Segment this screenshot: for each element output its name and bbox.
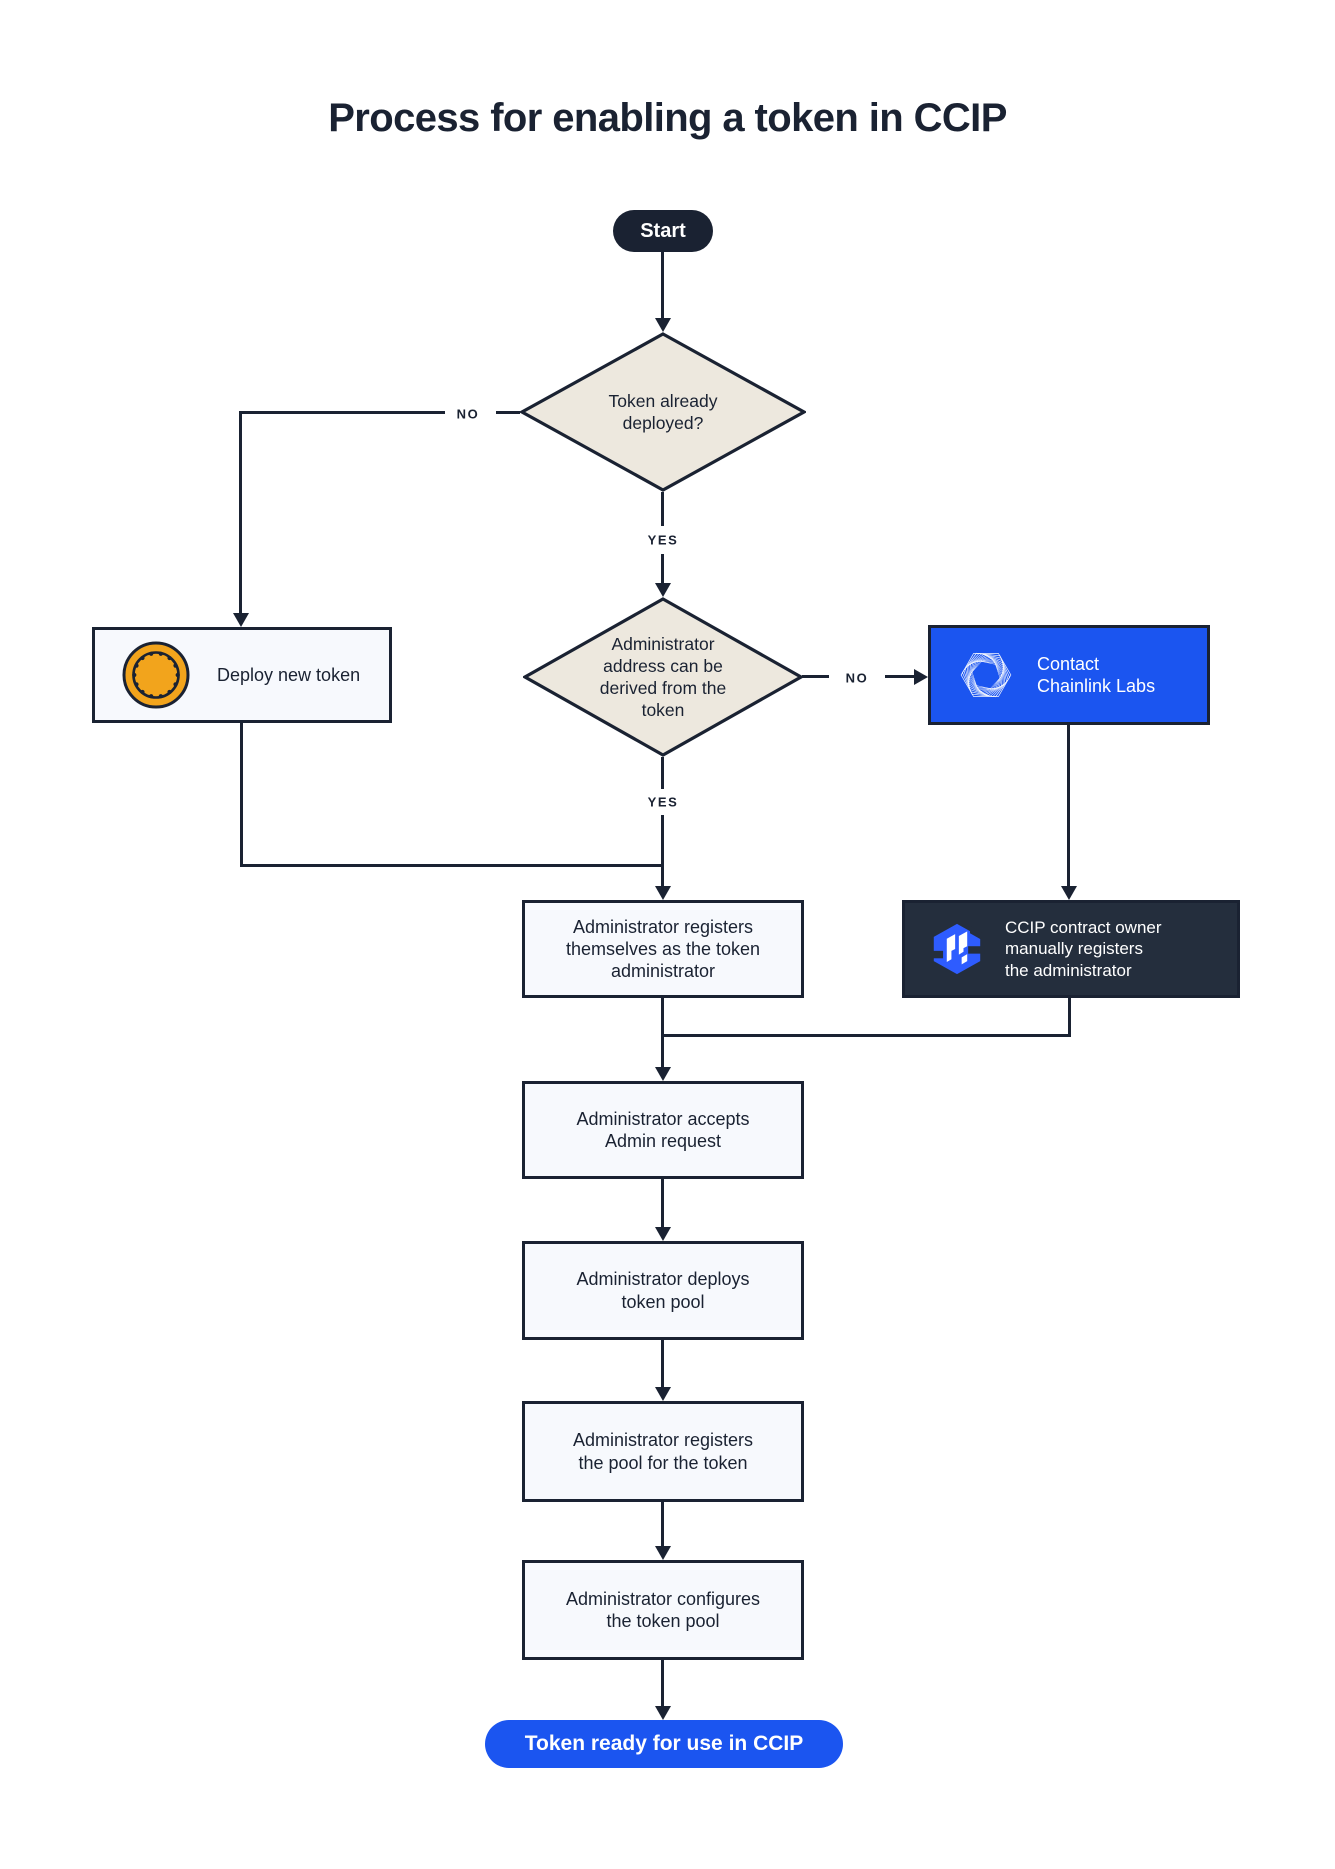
decision-admin-address-derivable: Administrator address can be derived fro… bbox=[523, 597, 803, 757]
diamond-shape-icon bbox=[520, 332, 806, 492]
node-accept-request: Administrator accepts Admin request bbox=[522, 1081, 804, 1179]
node-start: Start bbox=[613, 210, 713, 252]
arrowhead-icon bbox=[1061, 886, 1077, 900]
node-label: CCIP contract owner manually registers t… bbox=[1005, 918, 1162, 980]
edge-label-yes: YES bbox=[645, 532, 681, 548]
edge-label-yes: YES bbox=[645, 794, 681, 810]
arrowhead-icon bbox=[655, 1706, 671, 1720]
edge-line bbox=[1068, 998, 1071, 1037]
node-label: Contact Chainlink Labs bbox=[1037, 653, 1156, 696]
page-title: Process for enabling a token in CCIP bbox=[328, 96, 1007, 140]
ccip-logo bbox=[929, 923, 985, 975]
edge-line bbox=[239, 411, 242, 613]
edge-label-no: NO bbox=[843, 670, 871, 686]
edge-line bbox=[661, 1502, 664, 1546]
node-ccip-owner-registers: CCIP contract owner manually registers t… bbox=[902, 900, 1240, 998]
node-label: Administrator deploys token pool bbox=[576, 1269, 750, 1312]
edge-line bbox=[661, 815, 664, 886]
edge-line bbox=[661, 1660, 664, 1706]
node-start-label: Start bbox=[640, 219, 686, 242]
edge-line bbox=[661, 998, 664, 1067]
edge-line bbox=[661, 757, 664, 789]
node-register-pool: Administrator registers the pool for the… bbox=[522, 1401, 804, 1502]
arrowhead-icon bbox=[655, 583, 671, 597]
arrowhead-icon bbox=[655, 1227, 671, 1241]
arrowhead-icon bbox=[655, 1387, 671, 1401]
edge-line bbox=[661, 492, 664, 526]
node-label: Administrator registers themselves as th… bbox=[565, 916, 761, 982]
node-end: Token ready for use in CCIP bbox=[485, 1720, 843, 1768]
decision-token-already-deployed: Token already deployed? bbox=[520, 332, 806, 492]
edge-line bbox=[663, 1034, 1070, 1037]
edge-line bbox=[661, 1179, 664, 1227]
edge-line bbox=[241, 411, 445, 414]
node-contact-chainlink-labs: Contact Chainlink Labs bbox=[928, 625, 1210, 725]
arrowhead-icon bbox=[655, 886, 671, 900]
node-configure-pool: Administrator configures the token pool bbox=[522, 1560, 804, 1660]
arrowhead-icon bbox=[655, 1546, 671, 1560]
edge-line bbox=[885, 675, 914, 678]
edge-line bbox=[240, 723, 243, 867]
node-register-self: Administrator registers themselves as th… bbox=[522, 900, 804, 998]
edge-line bbox=[240, 864, 664, 867]
edge-line bbox=[1067, 725, 1070, 886]
coin-icon bbox=[121, 640, 191, 710]
node-end-label: Token ready for use in CCIP bbox=[524, 1732, 804, 1755]
decision-label: Token already deployed? bbox=[608, 390, 718, 433]
node-deploy-pool: Administrator deploys token pool bbox=[522, 1241, 804, 1340]
diamond-shape-icon bbox=[523, 597, 803, 757]
edge-line bbox=[661, 1340, 664, 1387]
node-label: Administrator registers the pool for the… bbox=[572, 1430, 754, 1473]
arrowhead-icon bbox=[914, 669, 928, 685]
node-label: Administrator accepts Admin request bbox=[576, 1108, 750, 1151]
decision-label: Administrator address can be derived fro… bbox=[599, 633, 727, 721]
edge-line bbox=[802, 675, 829, 678]
edge-line bbox=[661, 554, 664, 583]
node-label: Administrator configures the token pool bbox=[565, 1588, 761, 1631]
edge-line bbox=[496, 411, 520, 414]
arrowhead-icon bbox=[655, 318, 671, 332]
node-deploy-new-token: Deploy new token bbox=[92, 627, 392, 723]
arrowhead-icon bbox=[233, 613, 249, 627]
node-label: Deploy new token bbox=[217, 664, 361, 685]
arrowhead-icon bbox=[655, 1067, 671, 1081]
chainlink-labs-logo bbox=[957, 646, 1015, 704]
edge-line bbox=[661, 252, 664, 318]
edge-label-no: NO bbox=[454, 406, 482, 422]
